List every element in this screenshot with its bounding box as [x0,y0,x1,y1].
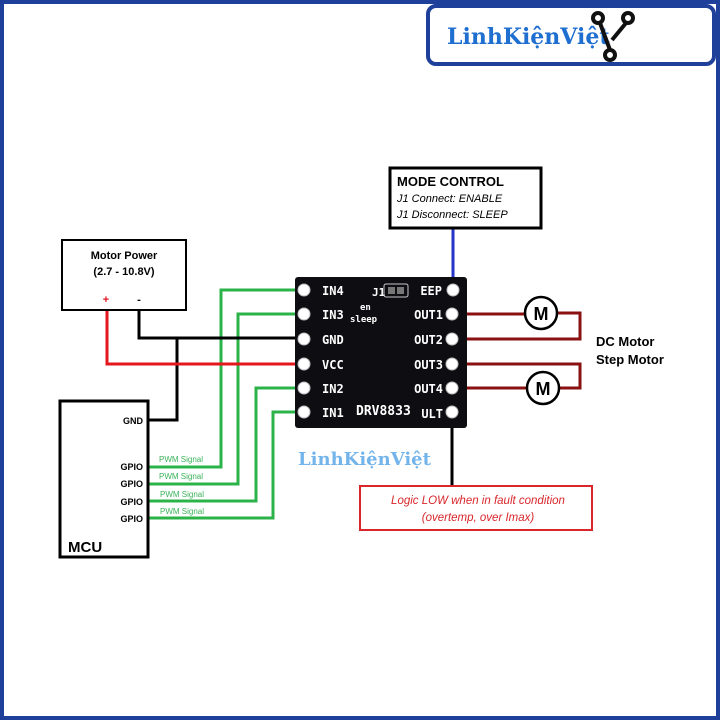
svg-text:GPIO: GPIO [120,479,143,489]
svg-text:ULT: ULT [421,407,443,421]
svg-text:sleep: sleep [350,315,378,325]
svg-text:(2.7 - 10.8V): (2.7 - 10.8V) [93,266,154,278]
svg-text:OUT1: OUT1 [414,308,443,322]
svg-text:GPIO: GPIO [120,497,143,507]
watermark: LinhKiệnViệt [298,449,432,470]
minus-terminal: - [137,294,141,306]
svg-text:GND: GND [123,416,144,426]
motor-wires [452,311,582,390]
svg-text:MCU: MCU [68,539,102,556]
svg-text:OUT2: OUT2 [414,333,443,347]
wire-gpio3-in2 [148,386,304,503]
svg-text:VCC: VCC [322,358,344,372]
svg-text:MODE CONTROL: MODE CONTROL [397,174,504,189]
motor-power-box: Motor Power (2.7 - 10.8V) + - [61,239,187,311]
svg-text:M: M [536,379,551,399]
svg-text:OUT3: OUT3 [414,358,443,372]
svg-text:PWM Signal: PWM Signal [159,472,203,481]
svg-text:en: en [360,303,371,313]
fault-box: Logic LOW when in fault condition (overt… [359,485,593,531]
svg-text:J1 Connect: ENABLE: J1 Connect: ENABLE [396,193,503,205]
motor-label-dc: DC Motor [596,334,655,349]
svg-text:PWM Signal: PWM Signal [160,507,204,516]
wire-gpio1-in4 [148,288,304,469]
svg-text:OUT4: OUT4 [414,382,443,396]
wire-gpio4-in1 [148,410,304,520]
motor-2: M [525,370,561,406]
svg-text:M: M [534,304,549,324]
jumper-j1 [383,283,409,298]
svg-text:J1: J1 [372,286,386,299]
svg-text:Motor Power: Motor Power [91,250,158,262]
board-pins [297,283,460,419]
mcu-box: GND GPIO GPIO GPIO GPIO MCU [58,399,150,559]
logo-mark-icon [591,11,635,62]
svg-text:IN2: IN2 [322,382,344,396]
drv8833-board: IN4 IN3 GND VCC IN2 IN1 EEP OUT1 OUT2 OU… [295,277,467,428]
svg-text:PWM Signal: PWM Signal [159,455,203,464]
wire-gpio2-in3 [148,312,304,486]
mode-control-box: MODE CONTROL J1 Connect: ENABLE J1 Disco… [388,166,543,230]
svg-text:IN4: IN4 [322,284,344,298]
pwm-labels: PWM Signal PWM Signal PWM Signal PWM Sig… [159,455,204,516]
svg-text:EEP: EEP [420,284,442,298]
svg-text:(overtemp, over Imax): (overtemp, over Imax) [422,512,535,524]
svg-text:DRV8833: DRV8833 [356,404,411,419]
svg-text:J1 Disconnect: SLEEP: J1 Disconnect: SLEEP [396,209,508,221]
svg-text:IN3: IN3 [322,308,344,322]
svg-text:Logic LOW when in fault condit: Logic LOW when in fault condition [391,495,565,507]
signal-wires [148,288,304,520]
motor-1: M [523,295,559,331]
svg-text:GPIO: GPIO [120,462,143,472]
motor-label-step: Step Motor [596,352,664,367]
svg-text:GND: GND [322,333,344,347]
logo-text: LinhKiệnViệt [447,24,610,50]
plus-terminal: + [103,294,109,306]
svg-text:PWM Signal: PWM Signal [160,490,204,499]
svg-text:GPIO: GPIO [120,514,143,524]
svg-text:IN1: IN1 [322,406,344,420]
power-wire [105,310,304,366]
logo: LinhKiệnViệt [426,4,716,66]
